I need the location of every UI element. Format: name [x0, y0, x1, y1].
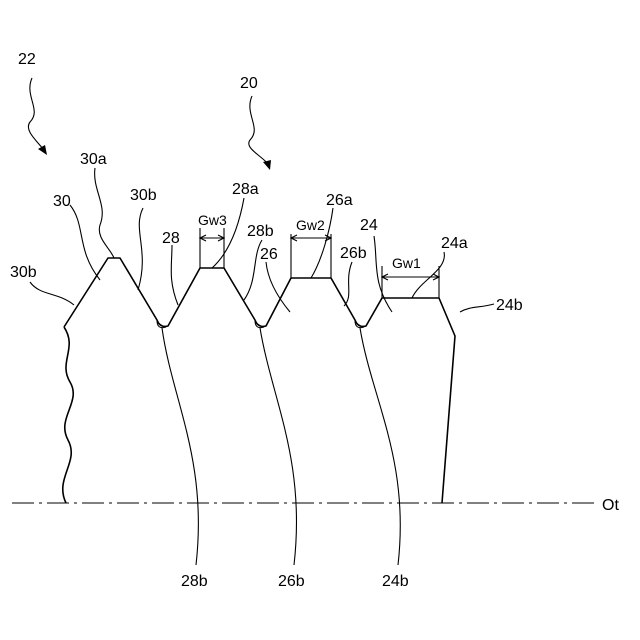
- leader-24: [374, 236, 392, 312]
- label-20: 20: [240, 75, 258, 92]
- label-26a: 26a: [326, 192, 353, 209]
- label-gw2: Gw2: [296, 217, 325, 233]
- label-gw3: Gw3: [198, 212, 227, 228]
- leader-26b-top: [344, 262, 352, 306]
- label-30b-top: 30b: [130, 187, 157, 204]
- label-26: 26: [260, 246, 278, 263]
- label-axis-ot: Ot: [602, 497, 619, 514]
- label-gw1: Gw1: [392, 255, 421, 271]
- dimension-gw3: [200, 228, 224, 268]
- label-30a: 30a: [80, 151, 107, 168]
- arrow-22: [28, 78, 47, 155]
- leader-30a: [95, 168, 114, 258]
- label-26b-top: 26b: [340, 245, 367, 262]
- dimension-gw2: [291, 234, 331, 278]
- leader-30b-left: [30, 282, 74, 305]
- label-24: 24: [360, 217, 378, 234]
- label-26b-bottom: 26b: [278, 573, 305, 590]
- leader-30: [70, 205, 100, 280]
- label-30: 30: [53, 193, 71, 210]
- label-28b-top: 28b: [247, 223, 274, 240]
- label-24b-right: 24b: [496, 297, 523, 314]
- label-24b-bottom: 24b: [382, 573, 409, 590]
- arrow-20: [249, 96, 271, 170]
- label-28b-bottom: 28b: [181, 573, 208, 590]
- leader-30b-top: [138, 208, 143, 290]
- leader-28b-bottom: [162, 328, 198, 565]
- leader-28a: [212, 198, 244, 268]
- label-24a: 24a: [441, 235, 468, 252]
- tooth-profile: [64, 258, 455, 503]
- label-22: 22: [18, 51, 36, 68]
- leader-26b-bottom: [260, 328, 297, 565]
- label-30b-left: 30b: [10, 264, 37, 281]
- break-line: [63, 327, 73, 503]
- leader-24b-bottom: [360, 328, 400, 565]
- label-28a: 28a: [232, 181, 259, 198]
- label-28: 28: [162, 230, 180, 247]
- leader-24b-right: [460, 304, 494, 312]
- leader-28: [171, 245, 178, 305]
